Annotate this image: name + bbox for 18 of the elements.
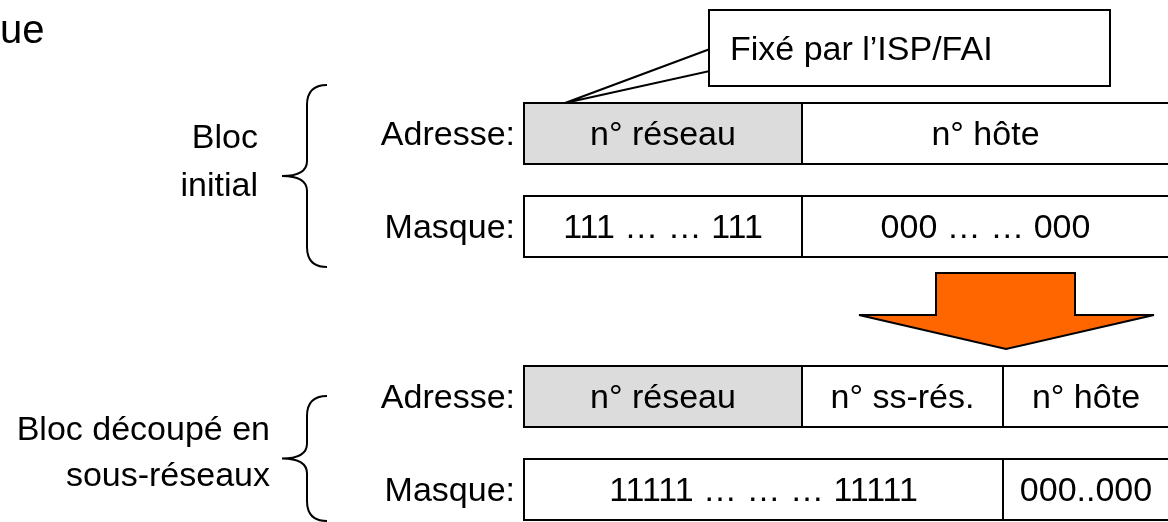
field-cell: n° hôte [801,102,1168,165]
title-fragment: ue [0,8,46,50]
row-label: Masque: [383,206,515,247]
field-cell: n° hôte [1002,365,1168,428]
block-arrow [858,272,1155,351]
field-cell: n° réseau [523,102,803,165]
block-label: Bloc initial [179,116,258,205]
field-cell: 000..000 [1002,458,1168,521]
block-label: Bloc découpé en sous-réseaux [15,408,270,495]
field-cell: n° ss-rés. [801,365,1004,428]
field-cell: 11111 … … … 11111 [523,458,1004,521]
row-label: Masque: [383,469,515,510]
leader-line [564,47,711,104]
field-cell: 111 … … 111 [523,195,803,258]
row-label: Adresse: [379,113,515,154]
field-cell: 000 … … 000 [801,195,1168,258]
row-label: Adresse: [379,376,515,417]
field-cell: n° réseau [523,365,803,428]
